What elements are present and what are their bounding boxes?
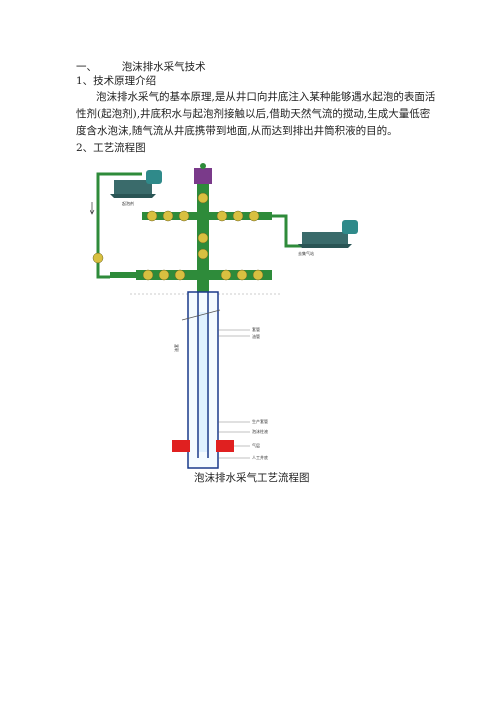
process-flow-diagram: 起泡剂 去集气站 (90, 163, 358, 469)
figure-caption: 泡沫排水采气工艺流程图 (194, 472, 310, 484)
section-title: 泡沫排水采气技术 (121, 61, 206, 73)
label-gas-layer: 气层 (252, 442, 260, 448)
label-artificial-bottom: 人工井底 (252, 454, 268, 460)
subheading-principle: 1、技术原理介绍 (76, 75, 157, 87)
flow-arrow-icon (90, 202, 95, 215)
paragraph-line-2: 性剂(起泡剂),井底积水与起泡剂接触以后,借助天然气流的搅动,生成大量低密 (76, 108, 431, 120)
label-foam-column: 泡沫柱液 (252, 428, 268, 434)
label-gas-out: 去集气站 (298, 250, 314, 256)
injection-line (110, 272, 136, 278)
separator-tank: 去集气站 (298, 220, 358, 256)
leader-lines (218, 329, 250, 459)
pressure-gauge-top (194, 168, 212, 184)
section-heading: 一、 泡沫排水采气技术 (76, 60, 206, 74)
gauge-icon (200, 163, 206, 169)
label-producing-string: 生产套管 (252, 418, 268, 424)
feed-pipe (96, 172, 142, 279)
section-number: 一、 (76, 61, 97, 73)
lower-wing (136, 270, 272, 280)
upper-wing (142, 212, 272, 220)
subheading-flowchart: 2、工艺流程图 (76, 142, 146, 154)
gas-layer-right (216, 440, 234, 452)
label-foaming-agent: 起泡剂 (122, 200, 134, 206)
outlet-pipe (272, 214, 302, 248)
label-casing: 油管 (252, 333, 260, 339)
wellbore (187, 291, 219, 469)
valves (92, 192, 264, 281)
foaming-agent-tank: 起泡剂 (110, 170, 162, 206)
paragraph-line-3: 度含水泡沫,随气流从井底携带到地面,从而达到排出井筒积液的目的。 (76, 125, 398, 137)
paragraph-line-1: 泡沫排水采气的基本原理,是从井口向井底注入某种能够遇水起泡的表面活 (96, 91, 436, 103)
depth-marker (181, 309, 221, 321)
gas-layer-left (172, 440, 190, 452)
label-tubing: 套管 (252, 326, 260, 332)
label-annulus: 油套 (173, 344, 179, 352)
